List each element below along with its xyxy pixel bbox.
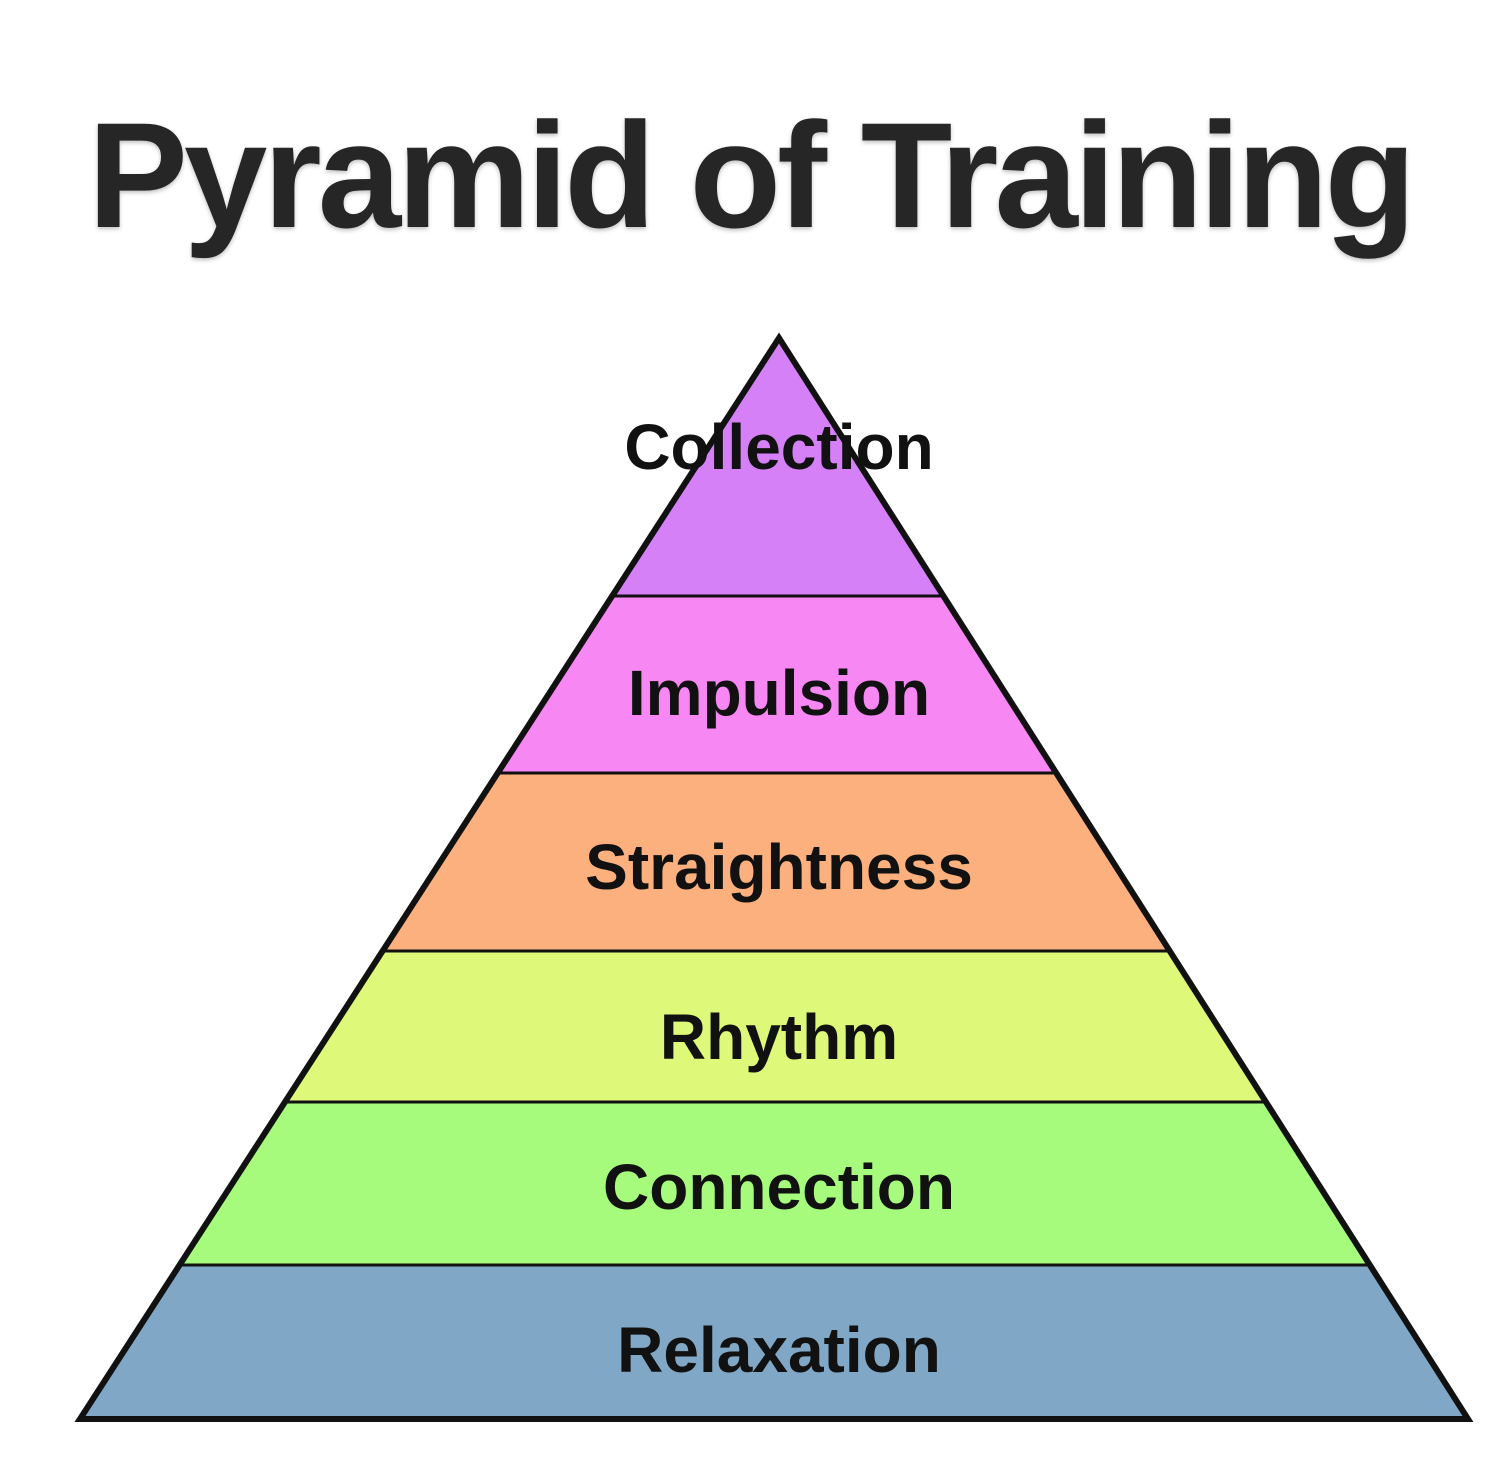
pyramid-levels: CollectionImpulsionStraightnessRhythmCon… — [77, 335, 1471, 1421]
pyramid-label-impulsion: Impulsion — [628, 657, 930, 729]
pyramid-label-rhythm: Rhythm — [660, 1001, 898, 1073]
pyramid-label-connection: Connection — [603, 1151, 955, 1223]
pyramid-label-straightness: Straightness — [585, 831, 973, 903]
pyramid-outline — [74, 332, 1474, 1422]
pyramid-label-relaxation: Relaxation — [617, 1314, 941, 1386]
pyramid-label-collection: Collection — [624, 411, 933, 483]
diagram-title: Pyramid of Training — [87, 91, 1416, 259]
